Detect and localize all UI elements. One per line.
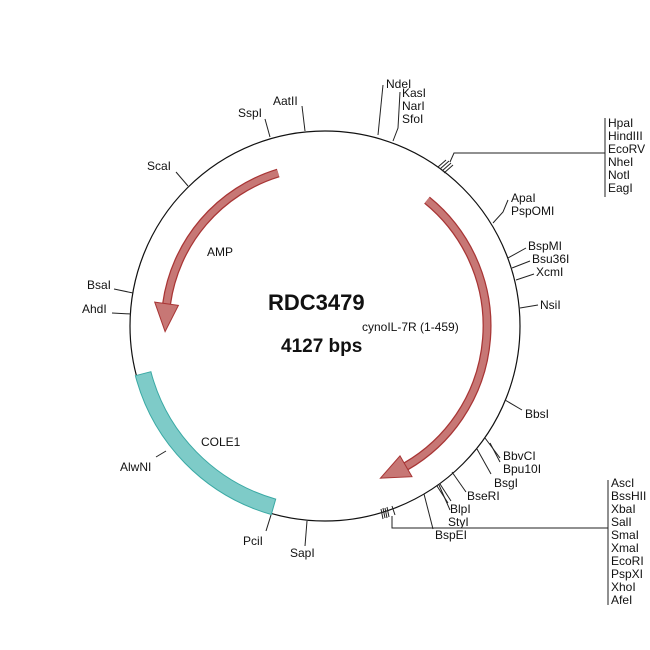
svg-text:EcoRV: EcoRV [608, 142, 645, 156]
site-bpu10i[interactable]: Bpu10I [489, 442, 541, 476]
svg-text:AscI: AscI [611, 476, 634, 490]
svg-text:NsiI: NsiI [540, 298, 561, 312]
svg-text:AhdI: AhdI [82, 302, 107, 316]
svg-text:EcoRI: EcoRI [611, 554, 644, 568]
svg-text:XcmI: XcmI [536, 265, 563, 279]
svg-text:AlwNI: AlwNI [120, 460, 151, 474]
site-xcmi[interactable]: XcmI [515, 265, 563, 281]
svg-text:BssHII: BssHII [611, 489, 646, 503]
svg-text:BsaI: BsaI [87, 278, 111, 292]
site-bbsi[interactable]: BbsI [504, 399, 549, 421]
svg-text:XhoI: XhoI [611, 580, 636, 594]
cole1-label: COLE1 [201, 435, 241, 449]
svg-text:SspI: SspI [238, 106, 262, 120]
svg-text:SalI: SalI [611, 515, 632, 529]
svg-text:XmaI: XmaI [611, 541, 639, 555]
svg-text:AatII: AatII [273, 94, 298, 108]
cyno-label: cynoIL-7R (1-459) [362, 320, 459, 334]
svg-text:NheI: NheI [608, 155, 633, 169]
svg-text:BseRI: BseRI [467, 489, 500, 503]
site-bspei[interactable]: BspEI [423, 493, 467, 542]
cynoil7r-feature-arrow[interactable] [379, 196, 492, 479]
svg-text:BbsI: BbsI [525, 407, 549, 421]
site-group-kasi[interactable]: KasI NarI SfoI [392, 86, 426, 142]
amp-label: AMP [207, 245, 233, 259]
site-scai[interactable]: ScaI [147, 159, 189, 187]
site-alwni[interactable]: AlwNI [120, 450, 167, 474]
svg-text:PspXI: PspXI [611, 567, 643, 581]
svg-text:NotI: NotI [608, 168, 630, 182]
plasmid-name: RDC3479 [268, 290, 365, 315]
plasmid-backbone [129, 130, 521, 522]
site-styi[interactable]: StyI [438, 483, 469, 529]
svg-text:BspEI: BspEI [435, 528, 467, 542]
site-blpi[interactable]: BlpI [436, 485, 471, 516]
site-bsgi[interactable]: BsgI [476, 448, 518, 490]
svg-text:PspOMI: PspOMI [511, 204, 554, 218]
cole1-feature[interactable] [134, 371, 277, 516]
plasmid-size: 4127 bps [281, 336, 362, 357]
site-bsai[interactable]: BsaI [87, 278, 134, 294]
svg-text:Bsu36I: Bsu36I [532, 252, 569, 266]
site-ndei[interactable]: NdeI [377, 77, 411, 136]
svg-text:XbaI: XbaI [611, 502, 636, 516]
svg-text:KasI: KasI [402, 86, 426, 100]
site-sspi[interactable]: SspI [238, 106, 271, 138]
svg-text:AfeI: AfeI [611, 593, 632, 607]
svg-text:StyI: StyI [448, 515, 469, 529]
svg-text:BbvCI: BbvCI [503, 449, 536, 463]
svg-text:BsgI: BsgI [494, 476, 518, 490]
svg-text:ScaI: ScaI [147, 159, 171, 173]
site-group-apai[interactable]: ApaI PspOMI [492, 191, 554, 224]
svg-text:SfoI: SfoI [402, 112, 423, 126]
svg-text:HpaI: HpaI [608, 116, 633, 130]
site-aatii[interactable]: AatII [273, 94, 306, 132]
svg-text:SapI: SapI [290, 546, 315, 560]
svg-text:NdeI: NdeI [386, 77, 411, 91]
svg-text:Bpu10I: Bpu10I [503, 462, 541, 476]
site-bseri[interactable]: BseRI [451, 471, 500, 503]
site-ahdi[interactable]: AhdI [82, 302, 132, 316]
site-bbvci[interactable]: BbvCI [484, 437, 536, 463]
amp-feature-arrow[interactable] [153, 168, 280, 333]
site-bsu36i[interactable]: Bsu36I [511, 252, 569, 269]
site-sapi[interactable]: SapI [290, 520, 315, 560]
svg-text:BlpI: BlpI [450, 502, 471, 516]
svg-text:PciI: PciI [243, 534, 263, 548]
site-group-asci[interactable]: AscI BssHII XbaI SalI SmaI XmaI EcoRI Ps… [380, 476, 646, 607]
svg-text:HindIII: HindIII [608, 129, 643, 143]
site-group-hpai[interactable]: HpaI HindIII EcoRV NheI NotI EagI [437, 116, 645, 197]
site-pcii[interactable]: PciI [243, 514, 272, 548]
svg-text:NarI: NarI [402, 99, 425, 113]
svg-text:ApaI: ApaI [511, 191, 536, 205]
svg-text:EagI: EagI [608, 181, 633, 195]
svg-text:BspMI: BspMI [528, 239, 562, 253]
svg-text:SmaI: SmaI [611, 528, 639, 542]
site-nsii[interactable]: NsiI [519, 298, 561, 312]
site-bspmi[interactable]: BspMI [507, 239, 562, 259]
